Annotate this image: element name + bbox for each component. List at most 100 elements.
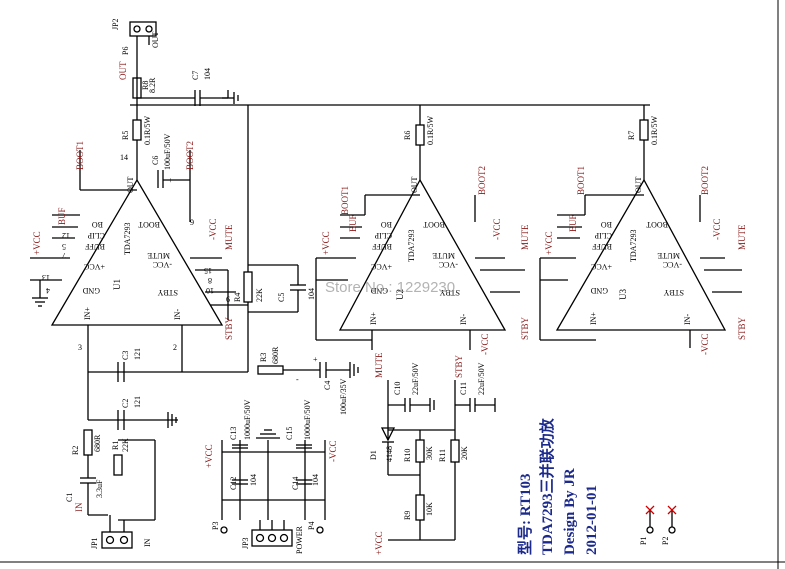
svg-text:IN+: IN+ <box>589 312 598 325</box>
c10-ref: C10 <box>393 382 402 395</box>
svg-text:BO: BO <box>92 220 103 229</box>
c4-value: 100uF/35V <box>339 378 348 415</box>
svg-text:+VCC: +VCC <box>591 262 612 271</box>
svg-text:STBY: STBY <box>157 288 178 297</box>
u3-net-vccn: -VCC <box>712 218 722 240</box>
c2-ref: C2 <box>121 399 130 408</box>
svg-text:BO: BO <box>601 220 612 229</box>
svg-text:OUT: OUT <box>126 176 135 193</box>
u1-net-stby: STBY <box>224 316 234 340</box>
c15-value: 1000uF/50V <box>303 399 312 440</box>
c10-value: 22uF/50V <box>411 362 420 395</box>
svg-text:BOOT: BOOT <box>646 220 668 229</box>
svg-text:2: 2 <box>173 343 177 352</box>
c12-ref: C12 <box>229 477 238 490</box>
svg-text:-VCC: -VCC <box>153 260 172 269</box>
title-model: 型号: RT103 <box>516 473 534 555</box>
r3-ref: R3 <box>259 353 268 362</box>
r5-value: 0.1R/5W <box>143 115 152 145</box>
c3-value: 121 <box>133 348 142 360</box>
u1-net-vccp: +VCC <box>32 231 42 255</box>
svg-text:CLIP: CLIP <box>87 231 105 240</box>
svg-text:BO: BO <box>381 220 392 229</box>
svg-text:7: 7 <box>62 251 66 260</box>
u3-triangle <box>555 178 727 331</box>
c11-ref: C11 <box>459 382 468 395</box>
title-name: TDA7293三并联功放 <box>538 417 556 555</box>
c6-ref: C6 <box>151 156 160 165</box>
net-in: IN <box>74 502 84 512</box>
jp2-ref: JP2 <box>111 18 120 30</box>
r7-value: 0.1R/5W <box>650 115 659 145</box>
svg-text:MUTE: MUTE <box>657 251 680 260</box>
svg-text:GND: GND <box>590 286 608 295</box>
c13-value: 1000uF/50V <box>243 399 252 440</box>
svg-text:CLIP: CLIP <box>594 231 612 240</box>
u3-net-stby: STBY <box>737 316 747 340</box>
r2-ref: R2 <box>71 446 80 455</box>
r3-resistor <box>257 365 284 375</box>
svg-text:STBY: STBY <box>439 288 460 297</box>
u3-net-vccn-b: -VCC <box>700 333 710 355</box>
current-sharing-resistors: R5 0.1R/5W R6 0.1R/5W R7 0.1R/5W <box>121 105 659 180</box>
svg-text:MUTE: MUTE <box>147 251 170 260</box>
svg-text:BUFF: BUFF <box>591 242 612 251</box>
r1-ref: R1 <box>111 441 120 450</box>
c14-value: 104 <box>311 474 320 486</box>
svg-text:IN+: IN+ <box>369 312 378 325</box>
r6-resistor <box>415 124 425 146</box>
d1-diode <box>380 427 396 442</box>
r8-ref: R8 <box>141 81 150 90</box>
svg-text:13: 13 <box>42 273 50 282</box>
u2-net-mute: MUTE <box>520 224 530 250</box>
u1-net-vccn: -VCC <box>208 218 218 240</box>
r9-value: 10K <box>425 502 434 516</box>
svg-text:10: 10 <box>206 286 214 295</box>
jp3-connector <box>251 529 293 547</box>
u3-net-vccp: +VCC <box>544 231 554 255</box>
svg-text:+VCC: +VCC <box>84 262 105 271</box>
svg-text:STBY: STBY <box>663 288 684 297</box>
svg-text:+VCC: +VCC <box>371 262 392 271</box>
c7-value: 104 <box>203 68 212 80</box>
svg-text:5: 5 <box>62 242 66 251</box>
r5-ref: R5 <box>121 131 130 140</box>
svg-text:14: 14 <box>120 153 128 162</box>
svg-text:BOOT: BOOT <box>138 220 160 229</box>
c11-value: 22uF/50V <box>477 362 486 395</box>
r7-ref: R7 <box>627 131 636 140</box>
power-supply: C13 1000uF/50V C15 1000uF/50V C12 104 C1… <box>204 399 338 554</box>
title-designer: Design By JR <box>562 468 578 555</box>
c1-ref: C1 <box>65 493 74 502</box>
u3-net-buf: BUF <box>568 214 578 232</box>
svg-text:IN-: IN- <box>459 314 468 325</box>
jp1-label: IN <box>143 538 152 547</box>
svg-text:MUTE: MUTE <box>432 251 455 260</box>
p2-ref: P2 <box>661 537 670 545</box>
r6-value: 0.1R/5W <box>426 115 435 145</box>
u1-triangle <box>50 178 224 326</box>
r4-ref: R4 <box>233 293 242 302</box>
u3-ref: U3 <box>618 289 628 300</box>
jp1-ref: JP1 <box>90 537 99 549</box>
u2-ref: U2 <box>395 289 405 300</box>
jp1-connector <box>101 531 133 549</box>
c5-ref: C5 <box>277 293 286 302</box>
ms-net-vccp: +VCC <box>374 531 384 555</box>
svg-text:GND: GND <box>370 286 388 295</box>
c3-ref: C3 <box>121 351 130 360</box>
u2-part: TDA7293 <box>407 230 416 262</box>
svg-text:+: + <box>313 355 318 364</box>
jp2-pin-2 <box>145 25 153 33</box>
svg-text:-: - <box>296 375 299 384</box>
r1-value: 22K <box>121 438 130 452</box>
r10-value: 30K <box>425 446 434 460</box>
r1-resistor <box>113 454 123 476</box>
u2-net-boot1: BOOT1 <box>340 186 350 215</box>
ms-net-stby: STBY <box>454 354 464 378</box>
jp2-label: OUT <box>151 31 160 48</box>
r11-resistor <box>450 439 460 463</box>
d1-value: 4148 <box>385 446 394 462</box>
jp3-label: POWER <box>295 525 304 554</box>
